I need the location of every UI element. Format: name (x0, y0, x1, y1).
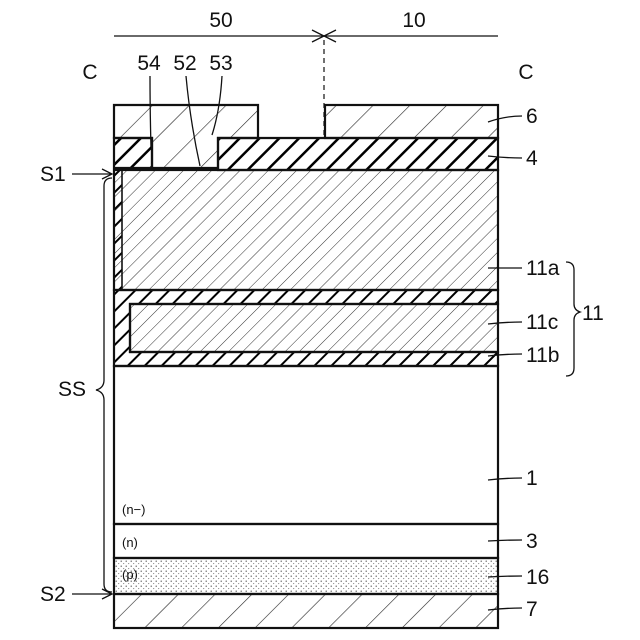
layer-11a (114, 170, 498, 290)
label-4: 4 (526, 147, 538, 170)
label-s2: S2 (40, 583, 66, 606)
label-11b: 11b (526, 344, 559, 367)
gate-label-52: 52 (173, 52, 196, 75)
doping-n: (n) (122, 535, 138, 550)
doping-n-minus: (n−) (122, 502, 145, 517)
label-ss: SS (58, 378, 86, 401)
doping-p: (p) (122, 567, 138, 582)
dim-label-right: 10 (402, 9, 425, 32)
label-11a: 11a (526, 257, 560, 280)
corner-label-left: C (82, 61, 97, 84)
left-wall-strip (114, 170, 122, 290)
layer-16 (114, 558, 498, 594)
label-1: 1 (526, 467, 538, 490)
label-s1: S1 (40, 163, 66, 186)
label-16: 16 (526, 566, 549, 589)
dim-label-left: 50 (209, 9, 232, 32)
label-6: 6 (526, 105, 538, 128)
label-11: 11 (582, 302, 604, 325)
label-7: 7 (526, 598, 538, 621)
corner-label-right: C (518, 61, 533, 84)
label-11c: 11c (526, 311, 558, 334)
layer-3 (114, 524, 498, 558)
layer-1-drift (114, 366, 498, 524)
layer-7-electrode (114, 594, 498, 628)
layer-11c (130, 304, 498, 352)
label-3: 3 (526, 530, 538, 553)
gate-label-54: 54 (137, 52, 161, 75)
gate-label-53: 53 (209, 52, 232, 75)
